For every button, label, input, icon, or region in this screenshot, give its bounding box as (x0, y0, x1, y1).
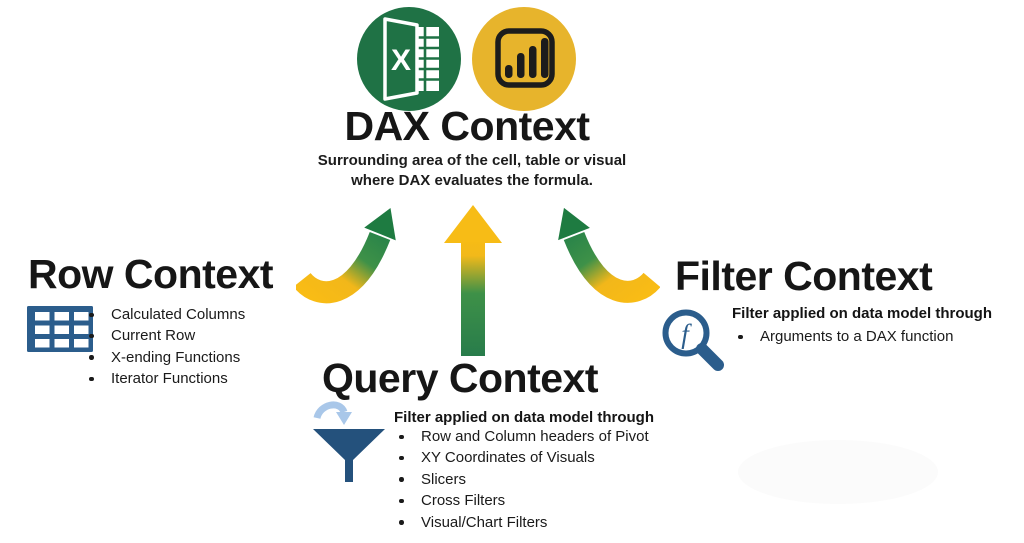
power-bi-icon (472, 7, 576, 111)
list-item: Iterator Functions (86, 368, 245, 389)
filter-context-list: Arguments to a DAX function (735, 326, 953, 347)
row-context-title: Row Context (28, 251, 274, 297)
list-item: Calculated Columns (86, 304, 245, 325)
list-item: Slicers (396, 469, 649, 490)
function-f-letter: f (681, 319, 692, 349)
table-grid-icon (27, 306, 93, 352)
query-context-list: Row and Column headers of Pivot XY Coord… (396, 426, 649, 533)
filter-context-title: Filter Context (675, 253, 933, 299)
watermark (738, 440, 938, 504)
straight-arrow (444, 205, 502, 356)
curved-arrow-right (558, 207, 660, 303)
list-item: Row and Column headers of Pivot (396, 426, 649, 447)
funnel-icon (313, 401, 385, 482)
page-subtitle: Surrounding area of the cell, table or v… (318, 151, 626, 191)
query-context-lead: Filter applied on data model through (394, 409, 655, 426)
list-item: Arguments to a DAX function (735, 326, 953, 347)
excel-icon: X (357, 7, 461, 111)
list-item: XY Coordinates of Visuals (396, 447, 649, 468)
subtitle-line-1: Surrounding area of the cell, table or v… (317, 152, 627, 169)
list-item: Visual/Chart Filters (396, 512, 649, 533)
excel-x-letter: X (391, 44, 411, 77)
query-context-title: Query Context (322, 355, 599, 401)
list-item: Cross Filters (396, 490, 649, 511)
subtitle-line-2: where DAX evaluates the formula. (351, 172, 593, 189)
filter-context-lead: Filter applied on data model through (732, 305, 993, 322)
list-item: Current Row (86, 325, 245, 346)
page-title: DAX Context (344, 103, 590, 149)
list-item: X-ending Functions (86, 347, 245, 368)
row-context-list: Calculated Columns Current Row X-ending … (86, 304, 245, 390)
function-magnifier-icon: f (662, 309, 724, 371)
curved-arrow-left (296, 208, 396, 304)
